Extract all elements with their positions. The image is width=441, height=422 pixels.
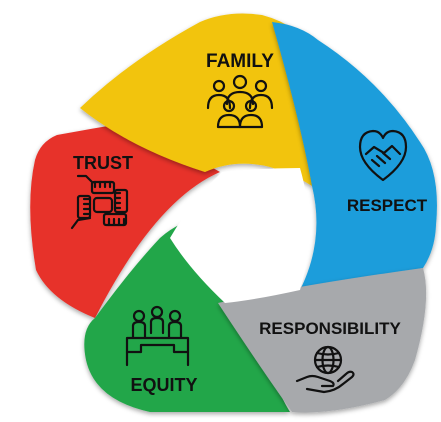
people-on-steps-icon — [125, 305, 190, 367]
globe-in-hand-icon — [295, 345, 355, 394]
center-pentagon — [170, 168, 309, 303]
family-group-icon — [206, 74, 274, 129]
segment-family — [80, 13, 318, 186]
segment-responsibility — [218, 268, 427, 413]
label-respect: RESPECT — [347, 196, 428, 215]
label-responsibility: RESPONSIBILITY — [259, 319, 401, 338]
label-family: FAMILY — [206, 51, 274, 72]
label-equity: EQUITY — [130, 375, 197, 395]
stacked-hands-icon — [70, 174, 129, 230]
segment-respect — [272, 22, 437, 290]
heart-handshake-icon — [358, 129, 408, 182]
label-trust: TRUST — [73, 153, 133, 173]
segment-equity — [84, 215, 291, 412]
